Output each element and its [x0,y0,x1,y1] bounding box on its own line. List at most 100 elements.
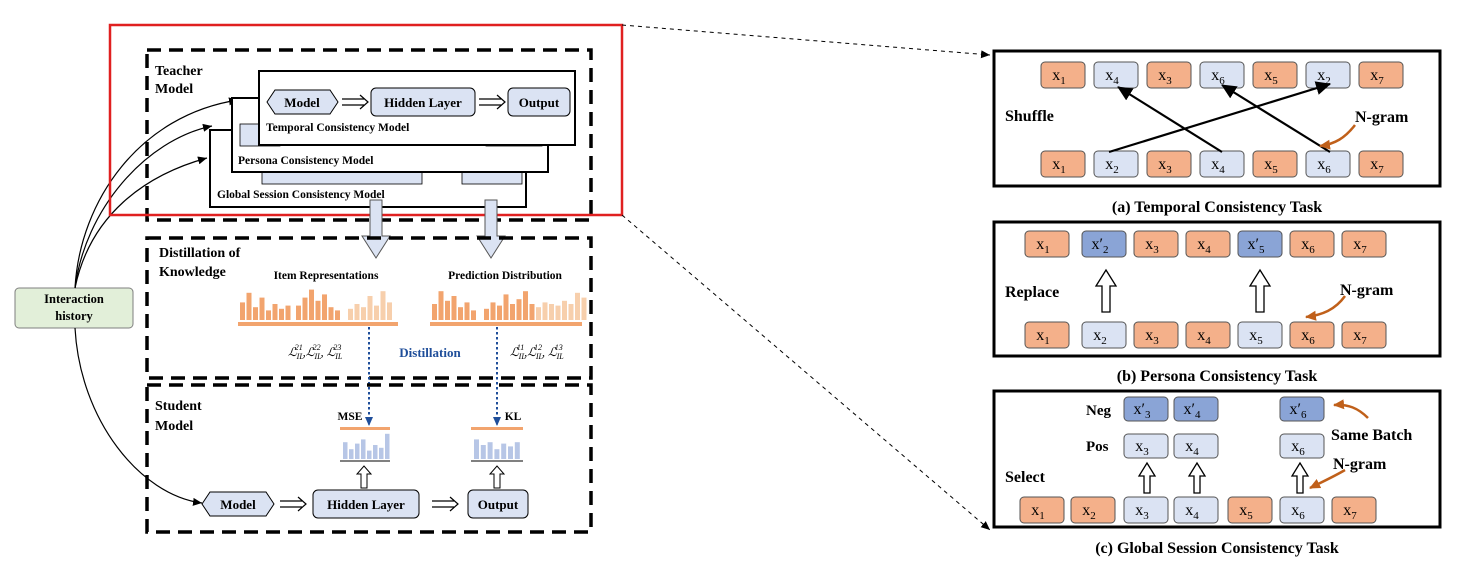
token: x5 [1227,496,1273,524]
token: x2 [1081,321,1127,349]
bar [490,302,496,320]
bar [266,310,271,320]
ngram-label-a: N-gram [1355,109,1409,126]
token-label: x4 [1197,236,1211,256]
token: x7 [1358,150,1404,178]
teacher-title: Model [155,82,193,97]
item-representations-label: Item Representations [274,270,379,282]
bar [285,305,291,320]
bar [343,442,348,459]
token-label: x2 [1093,327,1107,347]
student-title: Student [155,399,202,414]
token: x′6 [1279,396,1325,422]
teacher-output-node [507,87,571,117]
bar [494,449,500,459]
bar [510,304,515,320]
bar [438,291,444,320]
bar [458,307,463,320]
token-label: x1 [1052,67,1066,87]
svg-text:Output: Output [478,497,519,512]
token-label: x4 [1185,502,1199,522]
bar [373,445,378,459]
ngram-label-b: N-gram [1340,282,1394,299]
token-label: x3 [1135,502,1149,522]
token-label: x7 [1370,156,1384,176]
pos-label: Pos [1086,439,1109,455]
bar [296,305,301,320]
token-label: x5 [1264,67,1278,87]
token-label: x5 [1239,502,1253,522]
shuffle-label: Shuffle [1005,108,1054,125]
ngram-label-c: N-gram [1333,456,1387,473]
temporal-caption: (a) Temporal Consistency Task [1112,199,1322,216]
token-label: x′4 [1184,401,1202,421]
token: x6 [1289,230,1335,258]
bar [451,296,457,320]
token: x1 [1040,61,1086,89]
student-mse-bars [343,433,390,459]
persona-task-panel [992,220,1442,358]
teacher-title: Teacher [155,64,203,79]
token: x6 [1289,321,1335,349]
token-label: x2 [1105,156,1119,176]
token: x7 [1331,496,1377,524]
svg-text:Hidden Layer: Hidden Layer [384,95,462,110]
token-label: x2 [1317,67,1331,87]
bar [555,305,561,320]
token-label: x1 [1036,327,1050,347]
bar [302,297,308,320]
bar [361,307,366,320]
history-arrows [74,97,239,506]
token: x4 [1173,496,1219,524]
bar [322,294,327,320]
token-label: x1 [1052,156,1066,176]
ngram-arrow-b [1305,295,1347,321]
token: x5 [1252,61,1298,89]
token: x2 [1070,496,1116,524]
token-label: x6 [1301,327,1315,347]
bar [253,307,258,320]
token: x′5 [1237,230,1283,258]
token-label: x5 [1264,156,1278,176]
select-arrows [1137,461,1310,494]
bar [354,304,360,320]
bar [471,310,476,320]
distillation-arrows [365,327,501,426]
token: x2 [1093,150,1139,178]
bar [335,310,340,320]
bar [367,450,372,459]
bar [542,302,548,320]
prediction-distribution-bars [432,291,587,320]
bar [536,307,541,320]
token-label: x2 [1082,502,1096,522]
bar [474,439,479,459]
bar [379,447,384,459]
loss-right: ℒIL11,ℒIL12, ℒIL13 [510,343,564,361]
global-task-panel [992,389,1442,529]
bar [240,302,245,320]
bar [581,297,587,320]
token-label: x4 [1211,156,1225,176]
svg-text:Global Session Consistency Mod: Global Session Consistency Model [217,189,385,201]
token-label: x4 [1185,438,1199,458]
token-label: x′6 [1290,401,1308,421]
bar [432,304,437,320]
bar [480,445,486,459]
token-label: x3 [1145,327,1159,347]
replace-arrows [1094,268,1272,313]
ngram-arrow-a [1319,124,1356,150]
token-label: x5 [1249,327,1263,347]
bar [259,297,265,320]
same-batch-label: Same Batch [1331,427,1412,444]
bar [380,291,386,320]
bar [497,305,502,320]
kl-label: KL [505,411,522,423]
ngram-arrow-c [1309,468,1346,490]
bar [387,302,392,320]
bar [562,300,567,320]
